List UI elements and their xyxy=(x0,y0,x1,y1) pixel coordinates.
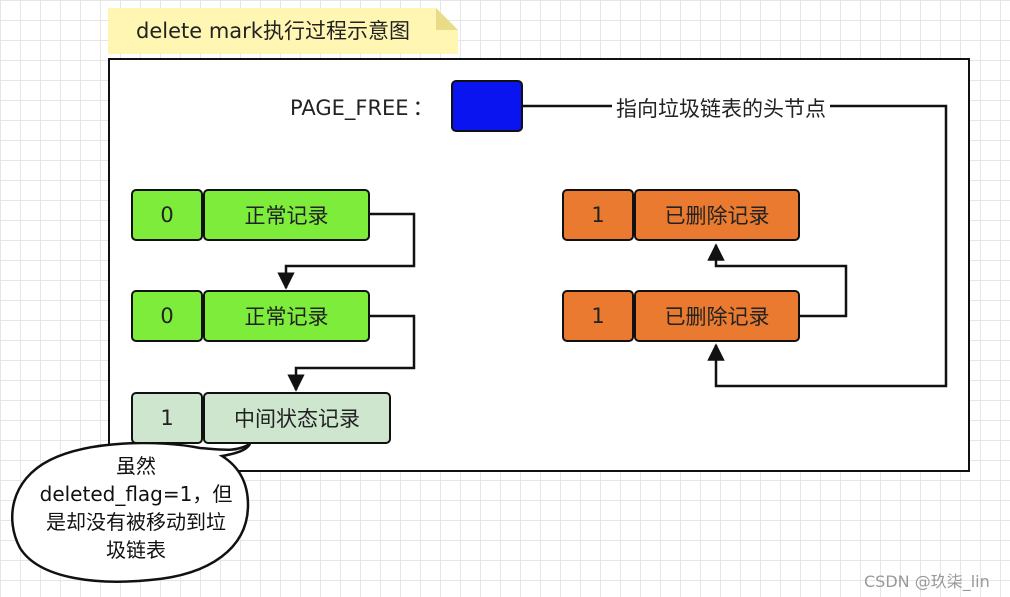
normal-link-line-2 xyxy=(287,314,416,392)
record-flag-intermediate: 1 xyxy=(131,392,203,444)
record-text-deleted-2: 已删除记录 xyxy=(634,290,800,342)
page-free-colon: ： xyxy=(412,96,434,120)
page-free-pointer-line xyxy=(523,104,948,388)
page-free-label-text: PAGE_FREE xyxy=(290,96,409,120)
callout-line-1: 虽然 xyxy=(116,454,156,478)
diagram-title: delete mark执行过程示意图 xyxy=(136,19,410,43)
record-text-deleted-1: 已删除记录 xyxy=(634,189,800,241)
page-free-label: PAGE_FREE： xyxy=(290,92,434,122)
record-flag-normal-1: 0 xyxy=(131,189,203,241)
callout-line-3: 是却没有被移动到垃 xyxy=(46,510,226,534)
page-free-box xyxy=(451,80,523,132)
deleted-link-line xyxy=(707,243,848,318)
normal-link-line-1 xyxy=(277,212,416,290)
record-text-normal-2: 正常记录 xyxy=(203,290,370,342)
callout-text: 虽然 deleted_flag=1，但 是却没有被移动到垃 圾链表 xyxy=(20,452,252,564)
record-flag-deleted-2: 1 xyxy=(562,290,634,342)
diagram-title-note: delete mark执行过程示意图 xyxy=(108,8,458,54)
record-flag-normal-2: 0 xyxy=(131,290,203,342)
callout-bubble xyxy=(11,441,252,583)
record-text-normal-1: 正常记录 xyxy=(203,189,370,241)
record-flag-deleted-1: 1 xyxy=(562,189,634,241)
callout-line-2: deleted_flag=1，但 xyxy=(39,482,233,506)
callout-line-4: 圾链表 xyxy=(106,538,166,562)
watermark: CSDN @玖柒_lin xyxy=(864,572,990,591)
record-text-intermediate: 中间状态记录 xyxy=(203,392,391,444)
page-free-pointer-label: 指向垃圾链表的头节点 xyxy=(612,93,830,123)
